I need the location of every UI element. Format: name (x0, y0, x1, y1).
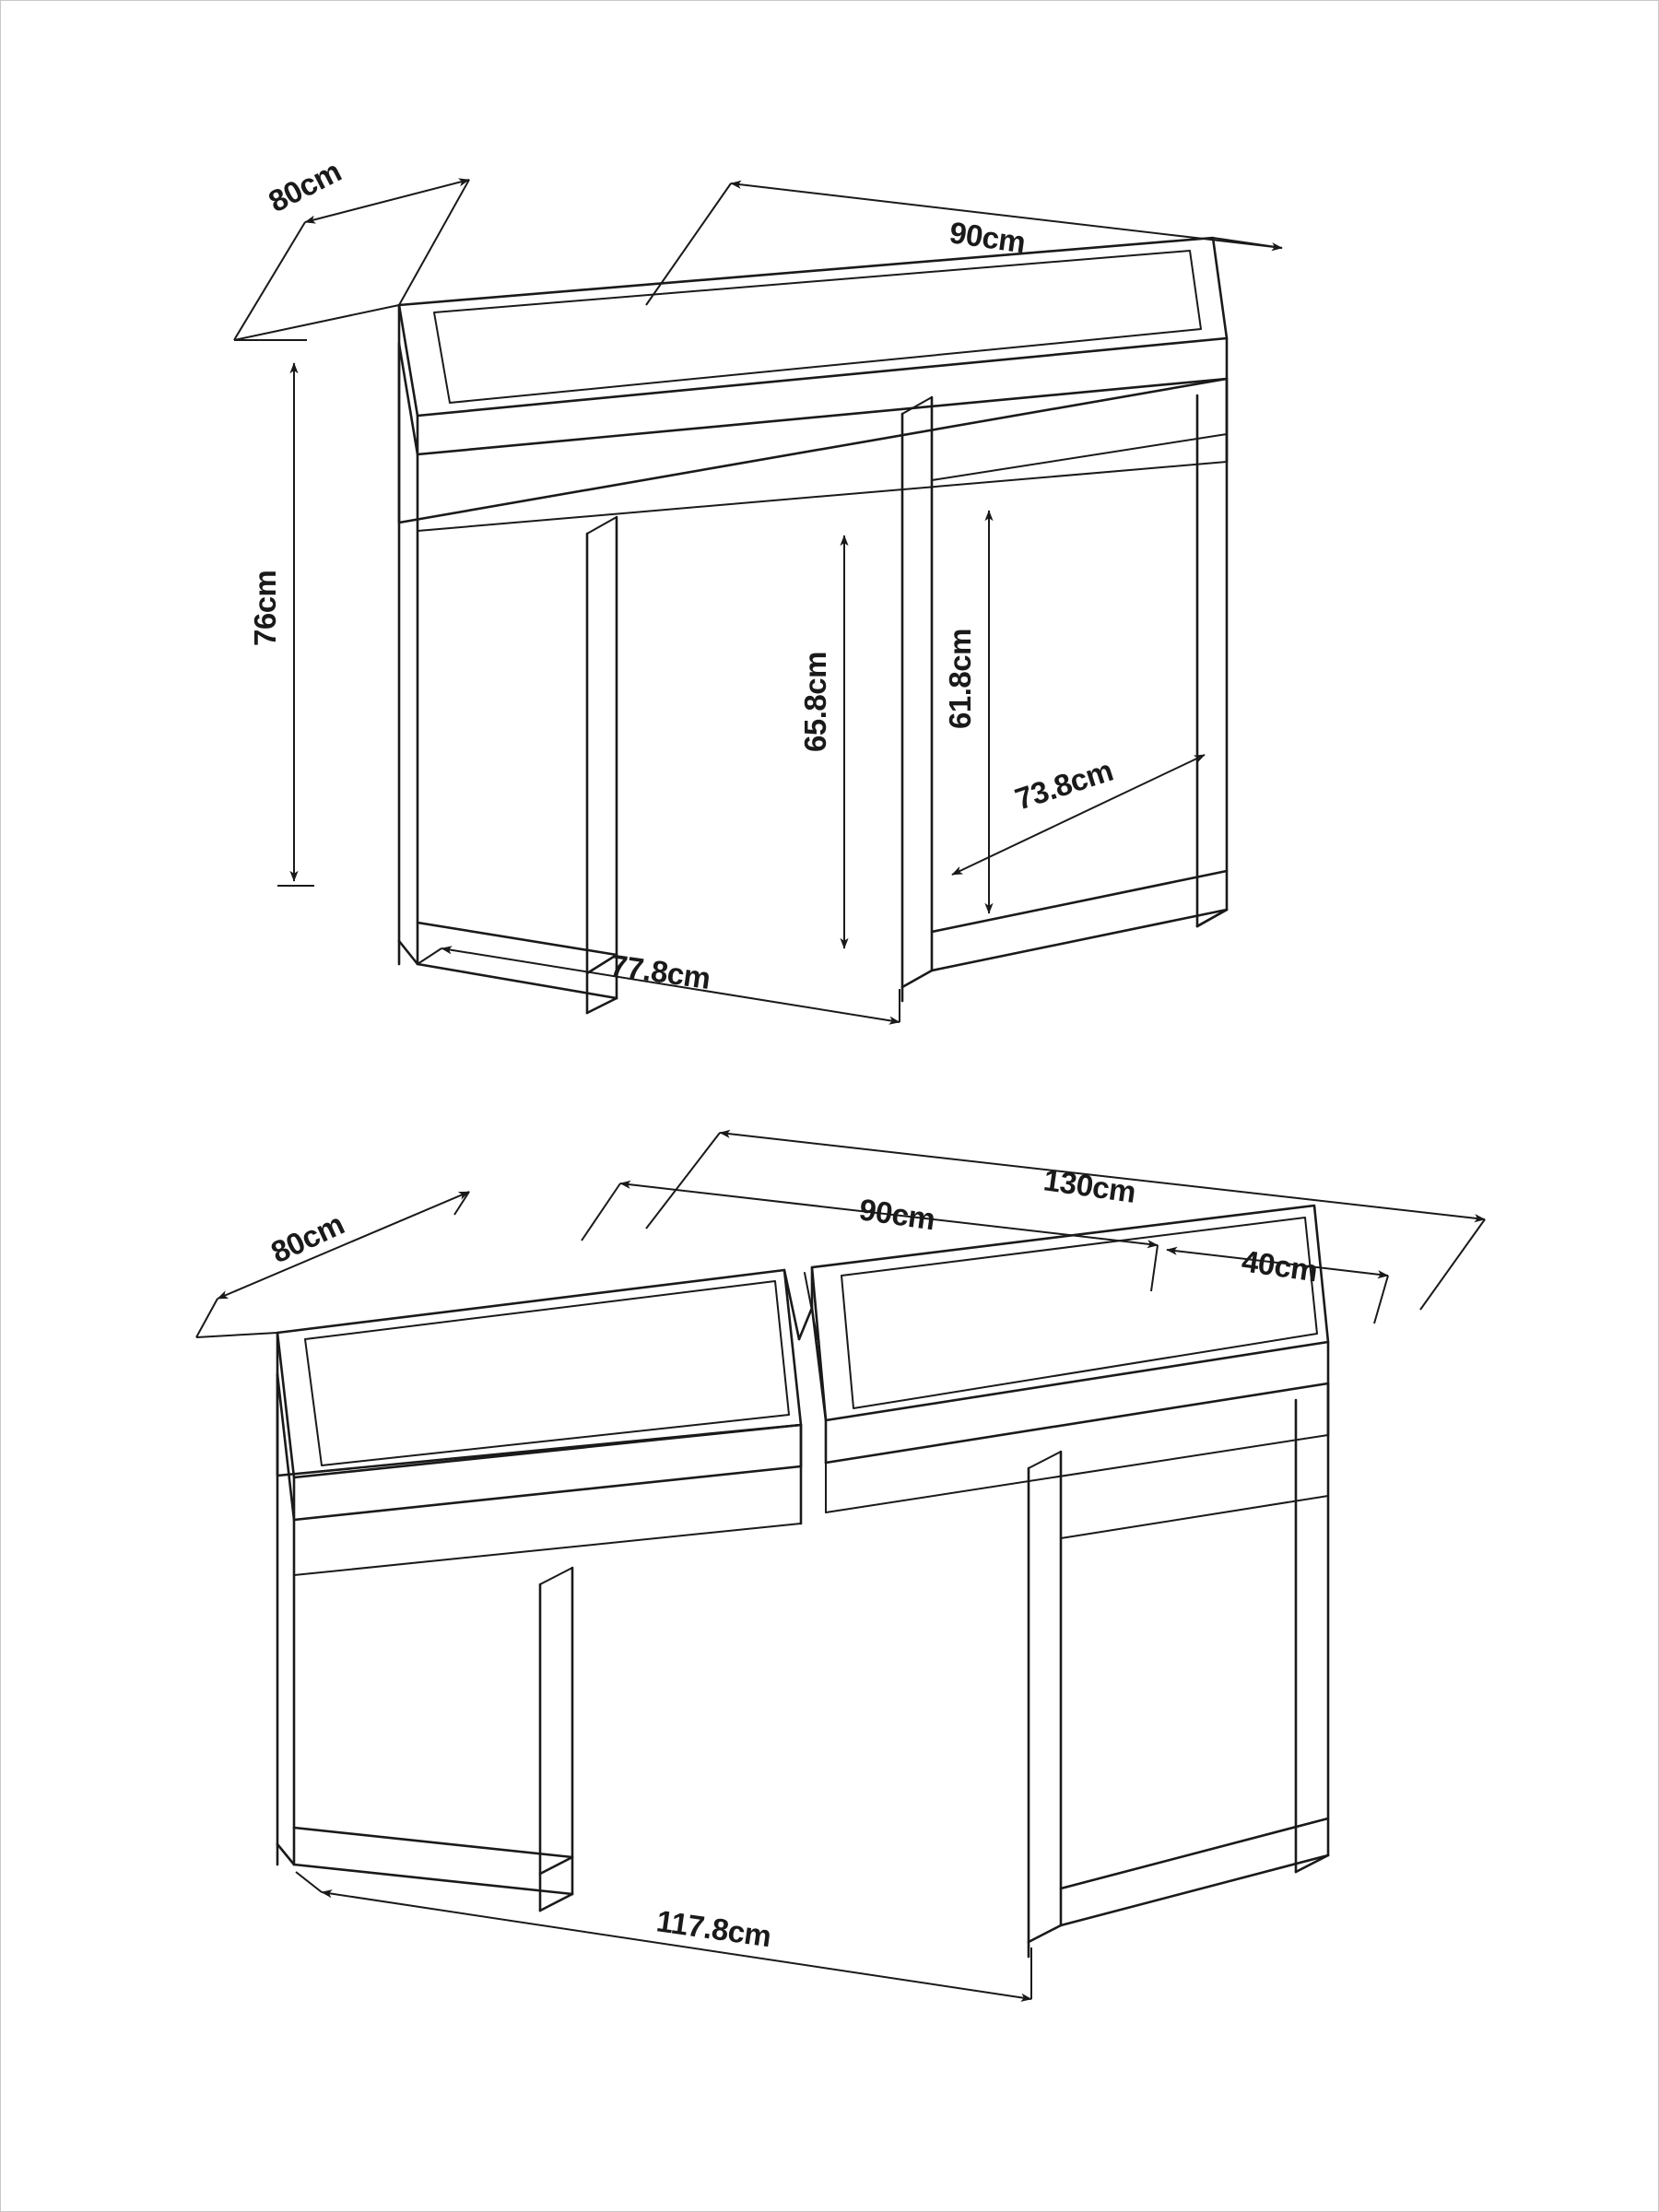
dimension-label-90cm-extended: 90cm (857, 1192, 937, 1236)
dimension-label-90cm-top: 90cm (947, 215, 1028, 259)
dimension-label-130cm: 130cm (1041, 1162, 1137, 1209)
dimension-label-73-8cm: 73.8cm (1011, 753, 1117, 817)
dimension-73-8cm-closed: 73.8cm (951, 753, 1206, 876)
dimension-label-61-8cm: 61.8cm (943, 629, 977, 729)
dimension-label-77-8cm: 77.8cm (608, 947, 712, 995)
tabletop-base-extended (276, 1268, 803, 1522)
dimension-130cm-extended: 130cm (645, 1129, 1486, 1311)
leg-frame-left-extended (276, 1372, 574, 1912)
apron-front-leaf-extended (825, 1382, 1330, 1513)
dimension-65-8cm-closed: 65.8cm (798, 535, 849, 949)
dimension-80cm-extended: 80cm (195, 1191, 470, 1338)
dimension-label-80cm-top: 80cm (263, 154, 346, 218)
dimension-76cm-closed: 76cm (234, 339, 314, 887)
view-extended-table: 80cm 130cm 90cm 40cm 117.8cm (195, 1129, 1486, 2002)
dimension-40cm-extended: 40cm (1166, 1243, 1389, 1324)
dimension-label-76cm: 76cm (248, 571, 282, 646)
dimension-117-8cm-extended: 117.8cm (295, 1871, 1032, 2002)
leg-frame-left-closed (397, 342, 618, 1015)
dimension-61-8cm-closed: 61.8cm (943, 510, 994, 914)
view-closed-table: 80cm 90cm 76cm 65.8cm 61.8cm (233, 154, 1283, 1025)
dimension-label-65-8cm: 65.8cm (798, 652, 832, 752)
dimension-77-8cm-closed: 77.8cm (417, 946, 900, 1025)
leg-frame-right-closed (900, 377, 1229, 1003)
apron-front-closed (397, 342, 1229, 532)
tabletop-closed (397, 236, 1229, 456)
leg-frame-right-extended (1027, 1382, 1330, 1959)
